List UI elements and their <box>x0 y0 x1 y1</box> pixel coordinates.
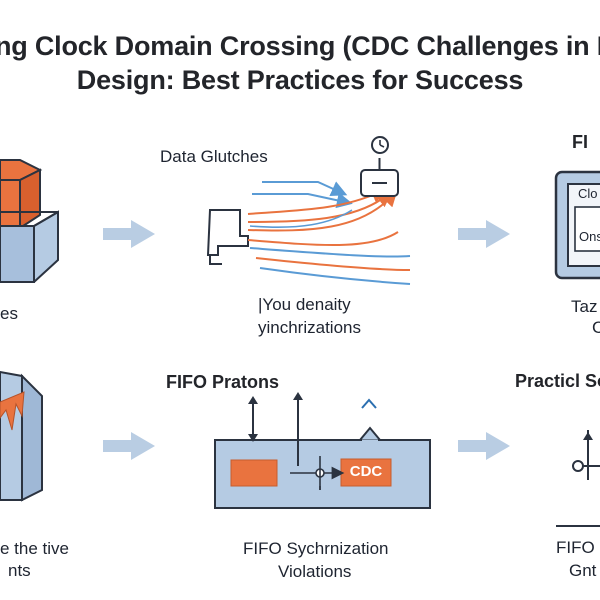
fifo-patterns-heading: FIFO Pratons <box>166 372 280 392</box>
flow-arrow-4 <box>458 432 510 460</box>
bottom-left-caption-1: e the tive <box>0 539 69 558</box>
flow-arrow-2 <box>458 220 510 248</box>
solution-schematic-icon <box>556 430 600 527</box>
cdc-label: CDC <box>349 463 383 480</box>
flow-arrow-1 <box>103 220 155 248</box>
top-middle-caption-1: |You denaity <box>258 295 351 314</box>
top-right-box-label-2: Ons <box>579 229 600 244</box>
top-right-caption-2: C <box>592 318 600 337</box>
top-right-box-label-1: Clo <box>578 186 598 201</box>
bottom-middle-caption-2: Violations <box>278 562 352 581</box>
top-right-caption-1: Taz <box>571 297 598 316</box>
top-middle-caption-2: yinchrizations <box>258 318 361 337</box>
title-line-1: ng Clock Domain Crossing (CDC Challenges… <box>0 31 600 61</box>
practical-solutions-heading: Practicl So <box>515 371 600 391</box>
bottom-middle-caption-1: FIFO Sychrnization <box>243 539 389 558</box>
bottom-left-block-icon <box>0 370 43 502</box>
title-line-2: Design: Best Practices for Success <box>76 65 524 95</box>
top-right-heading: FI <box>572 132 588 152</box>
top-left-blocks-icon <box>0 159 59 283</box>
top-left-caption: es <box>0 304 18 323</box>
bottom-right-caption-2: Gnt <box>569 561 597 580</box>
data-glitches-heading: Data Glutches <box>160 147 268 166</box>
fifo-block-icon <box>214 392 431 509</box>
flow-arrow-3 <box>103 432 155 460</box>
data-glitch-lines-icon <box>206 136 411 285</box>
bottom-right-caption-1: FIFO I <box>556 538 600 557</box>
bottom-left-caption-2: nts <box>8 561 31 580</box>
top-right-frame-icon <box>554 170 600 280</box>
